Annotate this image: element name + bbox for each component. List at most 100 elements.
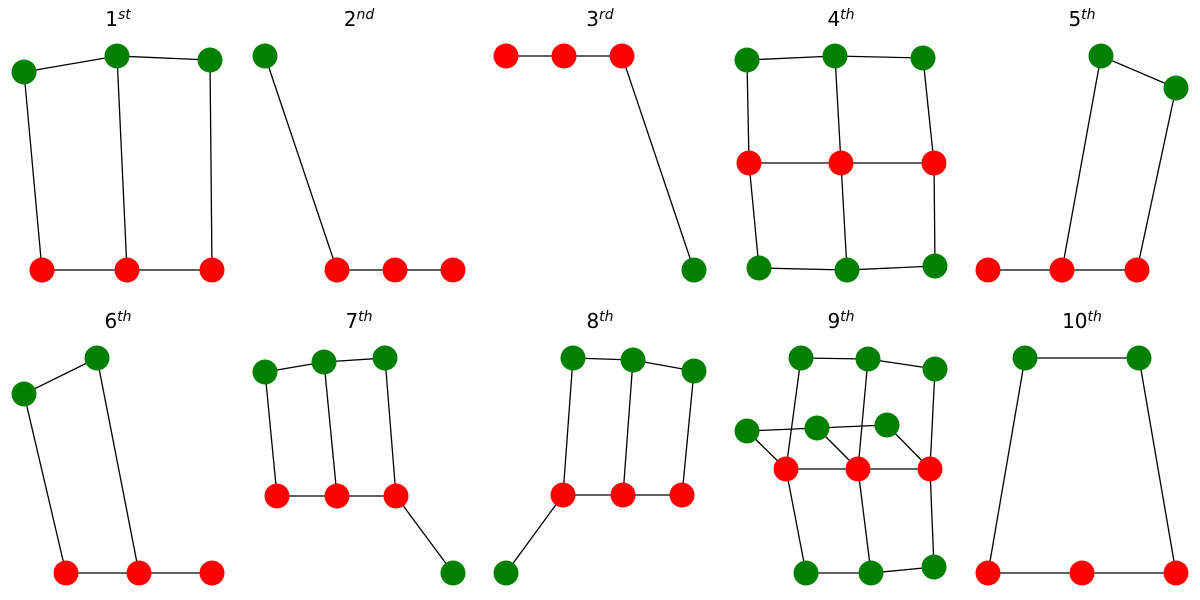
graph-node-red (828, 150, 854, 176)
graph-edge (846, 265, 936, 271)
graph-node-red (383, 483, 409, 509)
graph-node-green (11, 381, 37, 407)
graph-node-green (681, 358, 707, 384)
panel-title-ordinal-suffix: th (840, 7, 854, 23)
graph-node-green (804, 415, 830, 441)
graph-node-red (1049, 257, 1075, 283)
panel-p4: 4th (734, 7, 948, 283)
graph-node-green (372, 345, 398, 371)
graph-edge (933, 162, 936, 267)
graph-node-green (1088, 43, 1114, 69)
panel-title-number: 2 (344, 7, 357, 31)
panel-title: 8th (586, 309, 613, 333)
graph-node-green (681, 257, 707, 283)
graph-node-green (746, 255, 772, 281)
graph-node-red (1163, 560, 1189, 586)
graph-node-green (910, 45, 936, 71)
panel-title-number: 5 (1068, 7, 1081, 31)
panel-title-ordinal-suffix: nd (356, 7, 374, 23)
graph-edge (834, 55, 924, 59)
graph-edge (116, 55, 128, 271)
graph-edge (264, 55, 338, 271)
graph-node-red (114, 257, 140, 283)
panel-title-number: 9 (827, 309, 840, 333)
graph-edge (1136, 87, 1177, 271)
graph-node-green (858, 560, 884, 586)
graph-node-green (734, 47, 760, 73)
graph-node-red (921, 150, 947, 176)
graph-node-red (29, 257, 55, 283)
graph-node-green (1126, 345, 1152, 371)
graph-node-green (822, 43, 848, 69)
graph-edge (929, 468, 935, 568)
graph-node-green (197, 47, 223, 73)
graph-node-red (609, 43, 635, 69)
graph-edge (23, 71, 43, 271)
graph-node-green (440, 560, 466, 586)
graph-node-red (324, 483, 350, 509)
graph-edge (922, 57, 935, 164)
graph-edge (622, 359, 634, 496)
graph-node-green (620, 347, 646, 373)
graph-edge (621, 55, 695, 271)
panel-p3: 3rd (493, 7, 707, 283)
graph-edge (384, 357, 397, 497)
graph-edge (23, 55, 118, 73)
graph-node-green (734, 418, 760, 444)
graph-node-red (126, 560, 152, 586)
graph-edge (857, 468, 872, 574)
graph-node-green (493, 560, 519, 586)
panel-title-number: 10 (1062, 309, 1087, 333)
graph-edge (681, 370, 695, 496)
graph-edge (746, 59, 750, 164)
graph-node-red (264, 483, 290, 509)
graph-edge (758, 267, 848, 271)
panel-title-number: 7 (345, 309, 358, 333)
panel-title-ordinal-suffix: th (599, 309, 613, 325)
graph-node-green (104, 43, 130, 69)
graph-edge (395, 495, 454, 574)
panel-title-ordinal-suffix: th (1088, 309, 1102, 325)
panel-title-ordinal-suffix: th (117, 309, 131, 325)
graph-node-red (382, 257, 408, 283)
graph-node-red (550, 482, 576, 508)
panel-p6: 6th (11, 309, 225, 586)
graph-node-red (493, 43, 519, 69)
graph-edge (748, 162, 760, 269)
graph-node-red (845, 456, 871, 482)
panel-title: 6th (104, 309, 131, 333)
panel-title-number: 3 (586, 7, 599, 31)
panel-p8: 8th (493, 309, 707, 586)
graph-edge (23, 357, 98, 395)
graph-node-green (922, 356, 948, 382)
graph-node-green (874, 412, 900, 438)
graph-node-green (922, 253, 948, 279)
panel-title-number: 6 (104, 309, 117, 333)
panel-title: 9th (827, 309, 854, 333)
panel-p5: 5th (975, 7, 1189, 283)
graph-edge (785, 357, 802, 470)
graph-node-green (252, 43, 278, 69)
graph-node-green (311, 349, 337, 375)
panel-title-ordinal-suffix: st (118, 7, 131, 23)
graph-node-green (921, 554, 947, 580)
graph-node-red (1124, 257, 1150, 283)
graph-node-red (669, 482, 695, 508)
graph-edge (785, 468, 807, 574)
graph-node-red (551, 43, 577, 69)
graph-node-red (440, 257, 466, 283)
graph-edge (857, 358, 869, 470)
panel-title: 7th (345, 309, 372, 333)
graph-node-green (855, 346, 881, 372)
panel-title-ordinal-suffix: th (840, 309, 854, 325)
graph-edge (96, 357, 140, 574)
graph-edge (323, 361, 338, 497)
graph-edge (505, 494, 564, 574)
panel-p1: 1st (11, 7, 225, 283)
panel-title-number: 1 (105, 7, 118, 31)
graph-node-red (53, 560, 79, 586)
graph-node-red (199, 560, 225, 586)
graph-node-red (324, 257, 350, 283)
graph-node-red (199, 257, 225, 283)
